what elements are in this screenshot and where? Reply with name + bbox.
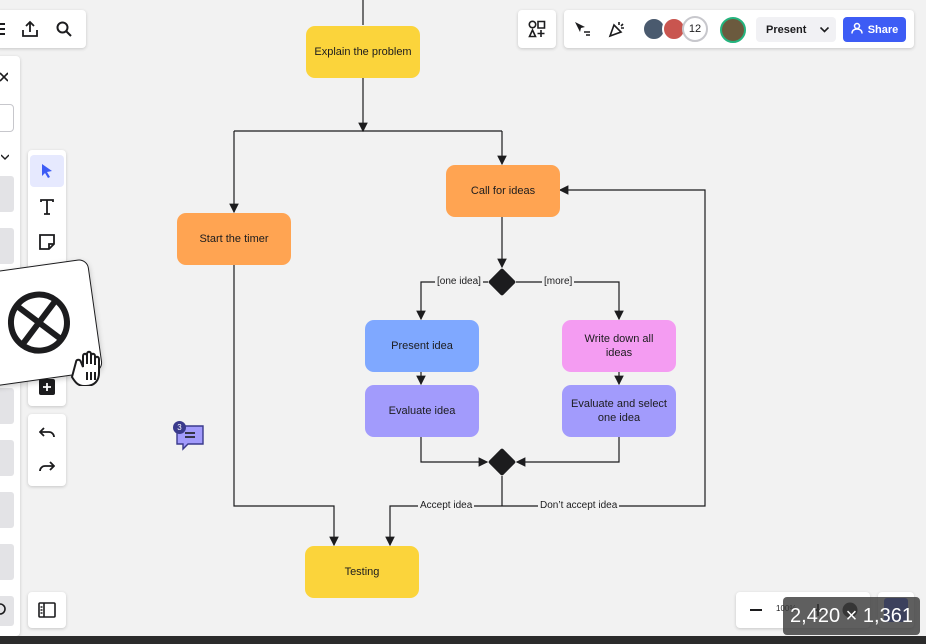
panel-layout-icon bbox=[37, 600, 57, 620]
shapes-icon bbox=[527, 19, 547, 39]
image-dimensions-overlay: 2,420 × 1,361 bbox=[783, 597, 920, 635]
share-button[interactable]: Share bbox=[843, 17, 906, 42]
grab-hand-cursor-icon bbox=[70, 348, 112, 391]
text-tool-icon[interactable] bbox=[30, 191, 64, 223]
participants-count-badge[interactable]: 12 bbox=[682, 16, 708, 42]
zoom-out-icon[interactable] bbox=[746, 600, 766, 620]
share-label: Share bbox=[867, 23, 899, 36]
avatar[interactable] bbox=[720, 17, 746, 43]
search-icon[interactable] bbox=[54, 19, 74, 39]
celebrate-icon[interactable] bbox=[607, 19, 627, 39]
side-panel-tile[interactable] bbox=[0, 596, 14, 626]
node-call-for-ideas[interactable]: Call for ideas bbox=[446, 165, 560, 217]
side-panel-tile[interactable] bbox=[0, 388, 14, 424]
edge-label-dont-accept: Don’t accept idea bbox=[538, 500, 620, 512]
shapes-panel-button[interactable] bbox=[518, 10, 556, 48]
side-panel-tile[interactable] bbox=[0, 492, 14, 528]
undo-icon[interactable] bbox=[30, 418, 64, 448]
undo-redo-toolbar bbox=[28, 414, 66, 486]
node-write-down-ideas[interactable]: Write down all ideas bbox=[562, 320, 676, 372]
side-panel-field[interactable] bbox=[0, 104, 14, 132]
sticky-note-icon[interactable] bbox=[30, 226, 64, 258]
edge-label-more: [more] bbox=[542, 276, 575, 288]
comment-count-badge: 3 bbox=[173, 421, 186, 434]
side-panel-tile[interactable] bbox=[0, 440, 14, 476]
redo-icon[interactable] bbox=[30, 452, 64, 482]
edge-label-accept: Accept idea bbox=[418, 500, 475, 512]
add-more-icon[interactable] bbox=[30, 371, 64, 403]
node-evaluate-idea[interactable]: Evaluate idea bbox=[365, 385, 479, 437]
select-tool-icon[interactable] bbox=[30, 155, 64, 187]
edge-label-one-idea: [one idea] bbox=[435, 276, 483, 288]
side-panel-tile[interactable] bbox=[0, 544, 14, 580]
user-icon bbox=[850, 22, 863, 37]
node-explain-problem[interactable]: Explain the problem bbox=[306, 26, 420, 78]
node-start-timer[interactable]: Start the timer bbox=[177, 213, 291, 265]
side-panel-tile[interactable] bbox=[0, 176, 14, 212]
dragged-shape-card[interactable] bbox=[0, 258, 104, 388]
help-icon[interactable] bbox=[0, 602, 8, 616]
no-entry-circle-icon bbox=[3, 286, 76, 363]
chevron-down-icon[interactable] bbox=[0, 152, 10, 162]
node-present-idea[interactable]: Present idea bbox=[365, 320, 479, 372]
board-list-button[interactable] bbox=[28, 592, 66, 628]
window-bottom-edge bbox=[0, 636, 926, 644]
node-testing[interactable]: Testing bbox=[305, 546, 419, 598]
node-evaluate-select[interactable]: Evaluate and select one idea bbox=[562, 385, 676, 437]
top-left-toolbar bbox=[0, 10, 86, 48]
menu-icon[interactable] bbox=[0, 19, 6, 39]
close-icon[interactable] bbox=[0, 70, 10, 84]
cursor-follow-icon[interactable] bbox=[572, 19, 592, 39]
present-chevron-down-icon[interactable] bbox=[816, 22, 832, 38]
upload-icon[interactable] bbox=[20, 19, 40, 39]
present-label: Present bbox=[766, 23, 807, 36]
side-panel-tile[interactable] bbox=[0, 228, 14, 264]
